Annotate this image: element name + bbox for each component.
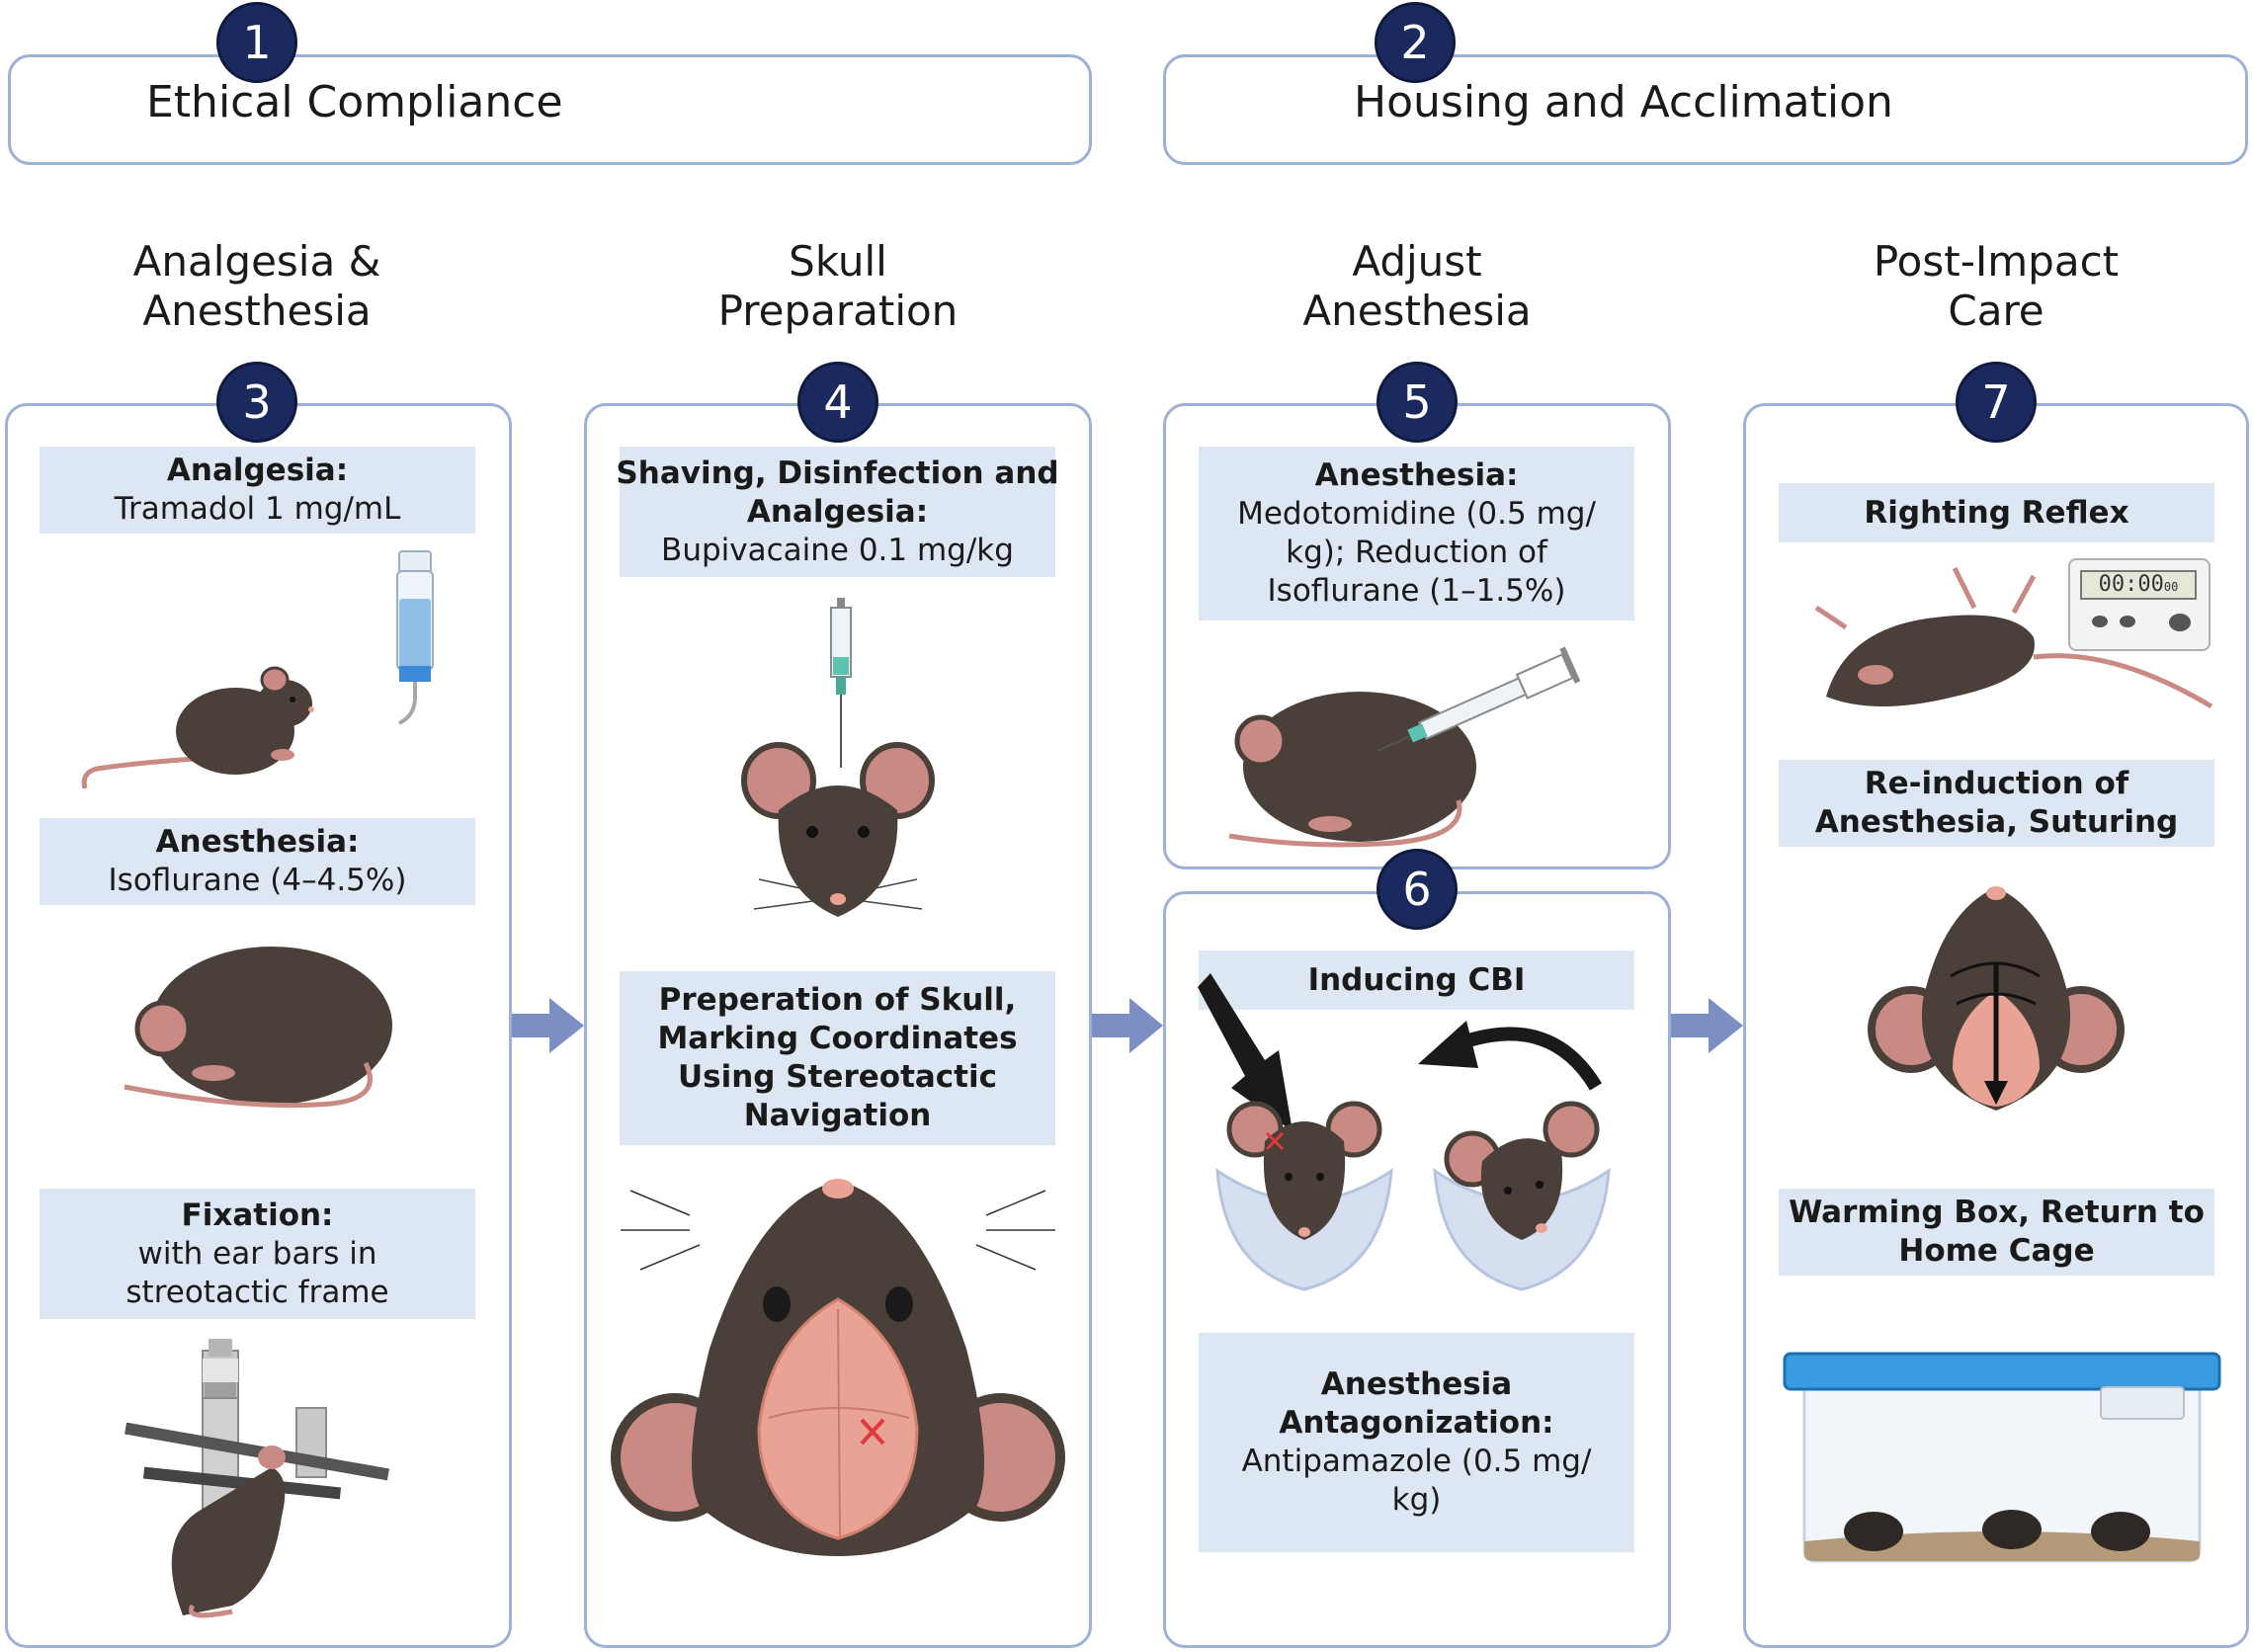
box-title: Anesthesia, Suturing: [1814, 804, 2179, 840]
mouse-sleeping-icon: [124, 947, 392, 1109]
stopwatch-button: [2120, 616, 2135, 627]
box-shaving: Shaving, Disinfection and Analgesia: Bup…: [616, 447, 1059, 577]
flow-arrow-icon: [512, 998, 584, 1053]
step-4-badge: 4: [797, 362, 878, 443]
step-7-badge: 7: [1956, 362, 2037, 443]
heading-line: Anesthesia: [142, 287, 372, 335]
water-bottle-icon: [396, 550, 434, 725]
stage-1-badge: 1: [216, 2, 297, 83]
heading-line: Preparation: [717, 287, 959, 335]
box-skull-preparation: Preperation of Skull, Marking Coordinate…: [620, 971, 1055, 1145]
box-title: Anesthesia:: [1314, 457, 1519, 493]
column-heading-skull: Skull Preparation: [640, 237, 1036, 336]
step-6-badge: 6: [1377, 849, 1458, 930]
timer-value: 00:00: [2098, 572, 2164, 597]
stage-housing-label: Housing and Acclimation: [1354, 77, 1893, 127]
box-text: Tramadol 1 mg/mL: [114, 491, 401, 527]
stage-housing-panel: [1163, 54, 2248, 165]
mouse-injection-icon: [1228, 646, 1581, 848]
column-heading-post: Post-Impact Care: [1798, 237, 2194, 336]
stereotactic-frame-icon: [125, 1339, 389, 1618]
home-cage-icon: [1783, 1352, 2221, 1563]
syringe-icon: [830, 598, 852, 768]
box-title: Shaving, Disinfection and: [616, 454, 1059, 491]
stopwatch-display: 00:0000: [2080, 570, 2197, 600]
box-text: Isoflurane (1–1.5%): [1267, 573, 1566, 609]
box-text: with ear bars in: [137, 1235, 377, 1272]
box-fixation: Fixation: with ear bars in streotactic f…: [40, 1189, 475, 1319]
heading-line: Post-Impact: [1873, 237, 2120, 286]
box-anesthesia-medotomidine: Anesthesia: Medotomidine (0.5 mg/ kg); R…: [1199, 447, 1634, 620]
timer-small: 00: [2163, 580, 2179, 594]
box-text: streotactic frame: [125, 1274, 389, 1310]
heading-line: Skull: [789, 237, 887, 286]
heading-line: Care: [1948, 287, 2044, 335]
box-warming-box: Warming Box, Return to Home Cage: [1779, 1189, 2214, 1276]
mouse-sitting-icon: [81, 666, 314, 789]
box-title: Home Cage: [1898, 1233, 2095, 1269]
box-reinduction: Re-induction of Anesthesia, Suturing: [1779, 760, 2214, 847]
box-title: Navigation: [743, 1098, 932, 1133]
step-5-badge: 5: [1377, 362, 1458, 443]
heading-line: Analgesia &: [132, 237, 381, 286]
mouse-head-icon: [741, 742, 935, 917]
box-title: Analgesia:: [746, 493, 929, 530]
box-title: Inducing CBI: [1307, 961, 1526, 998]
box-inducing-cbi: Inducing CBI: [1199, 950, 1634, 1010]
box-title: Analgesia:: [166, 453, 349, 488]
box-text: Medotomidine (0.5 mg/: [1237, 496, 1596, 532]
flow-arrow-icon: [1671, 998, 1743, 1053]
heading-line: Anesthesia: [1302, 287, 1532, 335]
exposed-skull-icon: [611, 1179, 1065, 1556]
box-title: Anesthesia: [1320, 1366, 1513, 1402]
box-text: Bupivacaine 0.1 mg/kg: [661, 532, 1014, 568]
box-title: Re-induction of: [1864, 766, 2129, 801]
box-antagonization: Anesthesia Antagonization: Antipamazole …: [1199, 1333, 1634, 1552]
stage-2-badge: 2: [1375, 2, 1456, 83]
stage-ethics-panel: [8, 54, 1092, 165]
box-title: Using Stereotactic: [677, 1059, 998, 1095]
box-text: kg): [1391, 1482, 1442, 1518]
stopwatch-button: [2169, 614, 2191, 631]
box-title: Fixation:: [181, 1197, 334, 1233]
box-anesthesia-isoflurane: Anesthesia: Isoflurane (4–4.5%): [40, 818, 475, 905]
box-title: Anesthesia:: [155, 824, 360, 860]
sutured-head-icon: [1868, 886, 2125, 1111]
box-text: Isoflurane (4–4.5%): [108, 863, 407, 898]
step-3-badge: 3: [216, 362, 297, 443]
box-text: kg); Reduction of: [1286, 535, 1547, 570]
column-heading-adjust: Adjust Anesthesia: [1219, 237, 1615, 336]
box-title: Righting Reflex: [1864, 494, 2129, 531]
stopwatch-button: [2092, 616, 2108, 627]
stage-ethics-label: Ethical Compliance: [146, 77, 563, 127]
stopwatch-icon: 00:0000: [2068, 558, 2211, 651]
box-title: Antagonization:: [1279, 1405, 1554, 1441]
mouse-on-back-icon: [1814, 566, 2213, 709]
cbi-illustration-icon: [1198, 973, 1611, 1291]
box-title: Warming Box, Return to: [1789, 1195, 2205, 1230]
flow-arrow-icon: [1092, 998, 1163, 1053]
column-heading-analgesia: Analgesia & Anesthesia: [59, 237, 455, 336]
heading-line: Adjust: [1352, 237, 1482, 286]
box-title: Preperation of Skull,: [658, 982, 1017, 1018]
box-text: Antipamazole (0.5 mg/: [1241, 1444, 1592, 1479]
box-title: Marking Coordinates: [657, 1021, 1018, 1056]
box-analgesia: Analgesia: Tramadol 1 mg/mL: [40, 447, 475, 534]
box-righting-reflex: Righting Reflex: [1779, 483, 2214, 542]
